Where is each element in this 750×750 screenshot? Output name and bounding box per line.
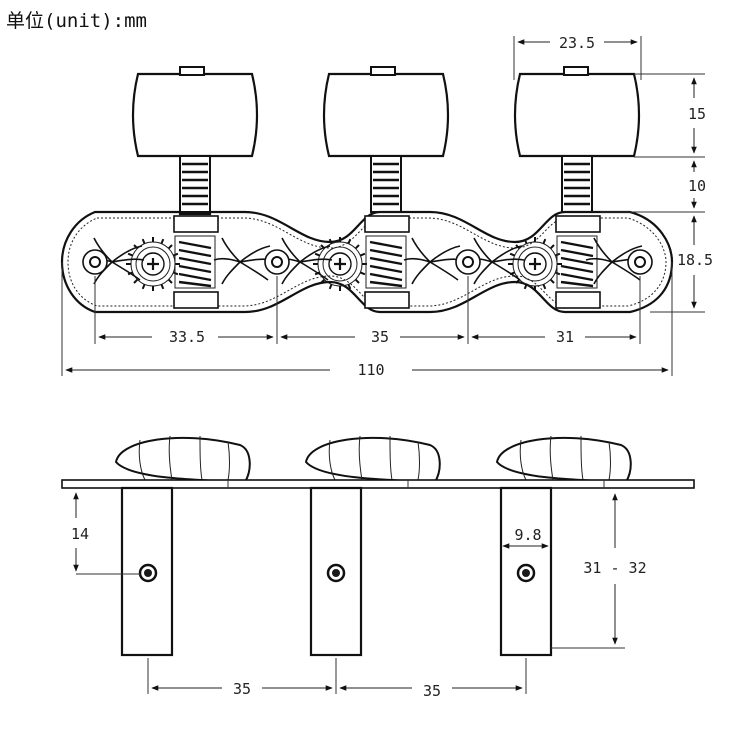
shaft-middle [370,155,402,213]
dim-post-width: 9.8 [514,526,541,544]
mounting-hole [264,249,290,275]
knob-right [513,66,641,158]
string-post-right [499,486,553,657]
post-block-right-bottom [555,291,601,309]
string-post-left [120,486,174,657]
post-block-middle [364,215,410,233]
side-view: 14 9.8 31 - 32 35 35 [61,435,695,700]
knob-profile-left [114,435,251,484]
plate-profile [61,479,695,489]
dim-hole-spacing-2: 35 [371,328,389,346]
shaft-left [179,155,211,213]
knob-left [131,66,259,158]
dim-knob-width: 23.5 [559,34,595,52]
top-view: 23.5 15 10 18.5 33.5 35 31 110 [60,34,713,379]
post-block-middle-bottom [364,291,410,309]
dim-post-spacing-1: 35 [233,680,251,698]
shaft-right [561,155,593,213]
dim-overall-length: 110 [357,361,384,379]
dim-knob-height: 15 [688,105,706,123]
mounting-hole [627,249,653,275]
dim-shaft-height: 10 [688,177,706,195]
dim-plate-height: 18.5 [677,251,713,269]
post-block-right [555,215,601,233]
dim-hole-spacing-3: 31 [556,328,574,346]
unit-label: 单位(unit):mm [6,10,147,32]
dim-post-hole-offset: 14 [71,525,89,543]
knob-profile-right [495,435,632,484]
post-block-left [173,215,219,233]
string-post-middle [309,486,363,657]
mounting-hole [455,249,481,275]
mounting-hole [82,249,108,275]
dim-hole-spacing-1: 33.5 [169,328,205,346]
knob-profile-middle [304,435,441,484]
knob-middle [322,66,450,158]
dim-post-length: 31 - 32 [583,559,646,577]
post-block-left-bottom [173,291,219,309]
dim-post-spacing-2: 35 [423,682,441,700]
